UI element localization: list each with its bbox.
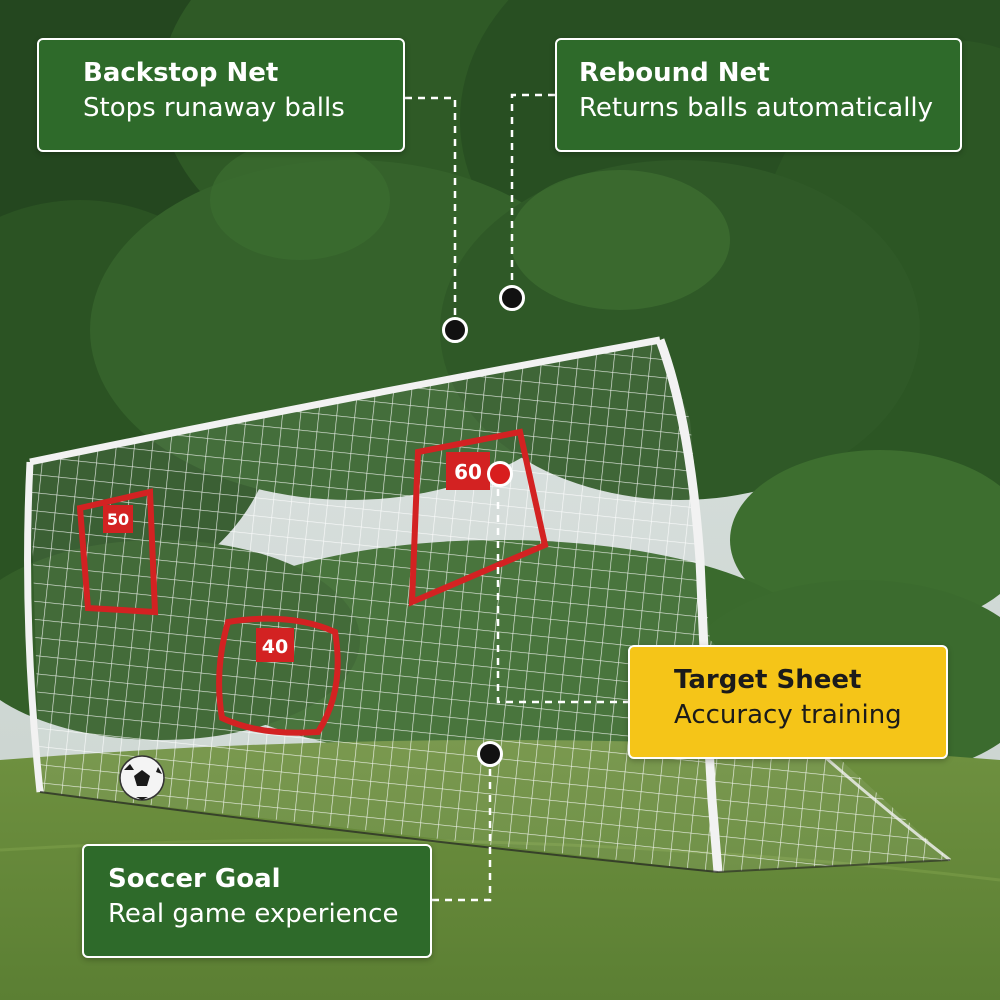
callout-description: Stops runaway balls xyxy=(83,93,345,123)
target-label: 60 xyxy=(454,460,482,484)
marker-dot-target xyxy=(487,461,513,487)
leader-lines xyxy=(405,93,630,902)
target-label: 40 xyxy=(262,636,288,658)
callout-title: Target Sheet xyxy=(674,665,862,695)
callout-description: Returns balls automatically xyxy=(579,93,934,123)
target-label: 50 xyxy=(107,510,129,529)
callout-backstop-net: Backstop Net Stops runaway balls xyxy=(37,38,405,152)
marker-dot-goal xyxy=(477,741,503,767)
callout-rebound-net: Rebound Net Returns balls automatically xyxy=(555,38,962,152)
callout-target-sheet: Target Sheet Accuracy training xyxy=(628,645,948,759)
target-pocket-40: 40 xyxy=(216,615,341,736)
callout-title: Backstop Net xyxy=(83,58,279,88)
callout-description: Real game experience xyxy=(108,899,399,929)
marker-dot-backstop xyxy=(442,317,468,343)
callout-soccer-goal: Soccer Goal Real game experience xyxy=(82,844,432,958)
target-pocket-50: 50 xyxy=(76,488,159,616)
callout-title: Rebound Net xyxy=(579,58,770,88)
marker-dot-rebound xyxy=(499,285,525,311)
soccer-ball xyxy=(119,755,165,801)
callout-description: Accuracy training xyxy=(674,700,902,730)
callout-title: Soccer Goal xyxy=(108,864,281,894)
target-pocket-60: 60 xyxy=(408,428,549,607)
